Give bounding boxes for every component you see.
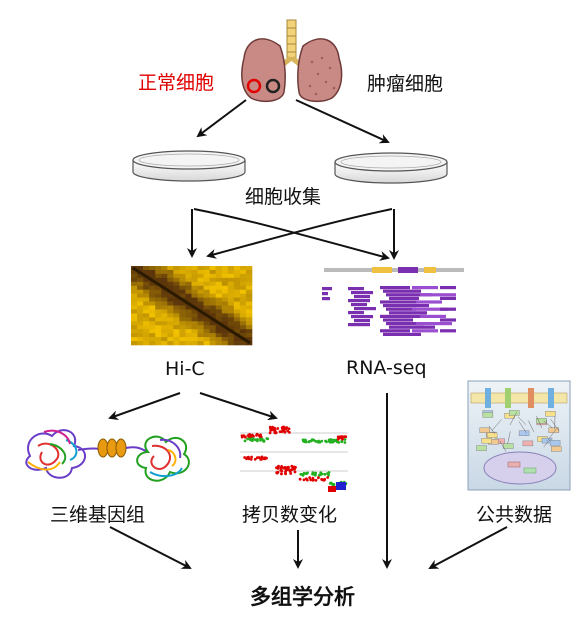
genome-3d-label: 三维基因组 [50,504,146,526]
rnaseq-label: RNA-seq [346,357,427,379]
public-data-label: 公共数据 [476,504,553,526]
cell-collection-label: 细胞收集 [245,186,322,208]
arrow-cross-to-rnaseq [193,208,390,261]
copy-number-label: 拷贝数变化 [242,504,338,526]
arrow-lung-to-dish-right [295,99,390,144]
rnaseq-reads-icon [322,267,464,336]
arrow-public-to-analysis [428,526,508,569]
tumor-cell-marker [265,78,281,94]
arrow-3d-to-analysis [109,526,192,569]
arrow-hic-to-3d [108,392,181,421]
multiomics-label: 多组学分析 [250,585,355,609]
petri-dish-right [334,152,448,184]
petri-dish-left [132,150,246,182]
lungs-icon [241,19,343,103]
hic-label: Hi-C [165,358,205,380]
chromatin-3d-icon [25,429,190,482]
arrow-cross-to-hic [206,208,393,259]
copy-number-plot-icon [238,420,350,496]
pathway-diagram-icon [467,380,571,491]
hic-heatmap-icon [131,266,253,346]
arrow-lung-to-dish-left [196,99,247,138]
tumor-cells-label: 肿瘤细胞 [367,73,444,95]
normal-cells-label: 正常细胞 [138,72,215,94]
arrow-hic-to-cnv [199,392,278,421]
normal-cell-marker [246,78,262,94]
